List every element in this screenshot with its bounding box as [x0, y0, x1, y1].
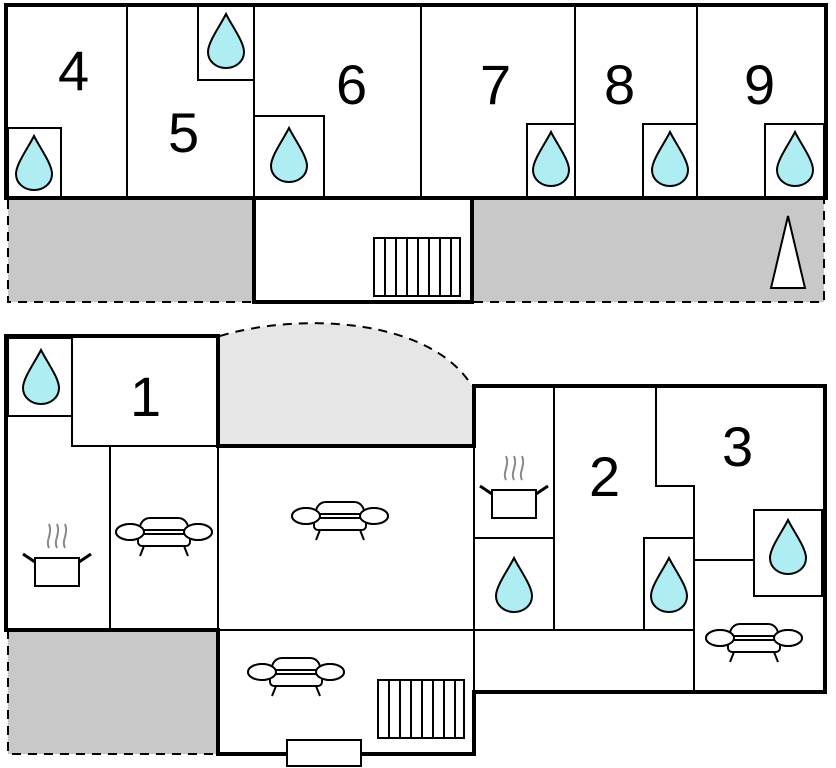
outdoor-area-bottom-left: [8, 630, 218, 754]
room-number-3: 3: [722, 415, 753, 478]
outdoor-area-right: [474, 200, 824, 302]
stairs-icon: [377, 679, 465, 739]
room-number-1: 1: [130, 365, 161, 428]
north-arrow-icon: [769, 215, 807, 289]
room-number-4: 4: [58, 39, 89, 102]
bath-box-8: [642, 123, 698, 199]
water-drop-icon: [769, 519, 807, 575]
water-drop-icon: [15, 135, 53, 191]
bath-box-5: [197, 4, 255, 81]
room-number-8: 8: [604, 53, 635, 116]
room-number-5: 5: [168, 101, 199, 164]
terrace: [220, 323, 472, 446]
bath-box-7: [526, 123, 576, 199]
cooking-pot-icon: [478, 454, 550, 520]
room-number-6: 6: [336, 53, 367, 116]
upper-building: [4, 3, 828, 200]
bath-box-2: [643, 537, 695, 631]
sofa-icon: [247, 657, 345, 697]
room-number-9: 9: [744, 53, 775, 116]
water-drop-icon: [650, 557, 688, 613]
sofa-icon: [115, 517, 213, 557]
sofa-icon: [705, 623, 803, 663]
water-drop-icon: [207, 13, 245, 69]
bath-box-4: [7, 127, 62, 199]
water-drop-icon: [495, 557, 533, 613]
bath-box-1: [7, 337, 73, 417]
water-drop-icon: [532, 131, 570, 187]
room-number-7: 7: [480, 53, 511, 116]
bath-box-6: [253, 115, 325, 199]
bath-box-9: [764, 123, 825, 199]
stairs-icon: [373, 237, 461, 297]
sofa-icon: [291, 501, 389, 541]
water-drop-icon: [651, 131, 689, 187]
entrance-step: [286, 739, 362, 767]
water-drop-icon: [776, 131, 814, 187]
outdoor-area-left: [8, 200, 252, 302]
water-drop-icon: [22, 349, 60, 405]
room-number-2: 2: [589, 445, 620, 508]
cooking-pot-icon: [21, 522, 93, 588]
water-drop-icon: [270, 127, 308, 183]
